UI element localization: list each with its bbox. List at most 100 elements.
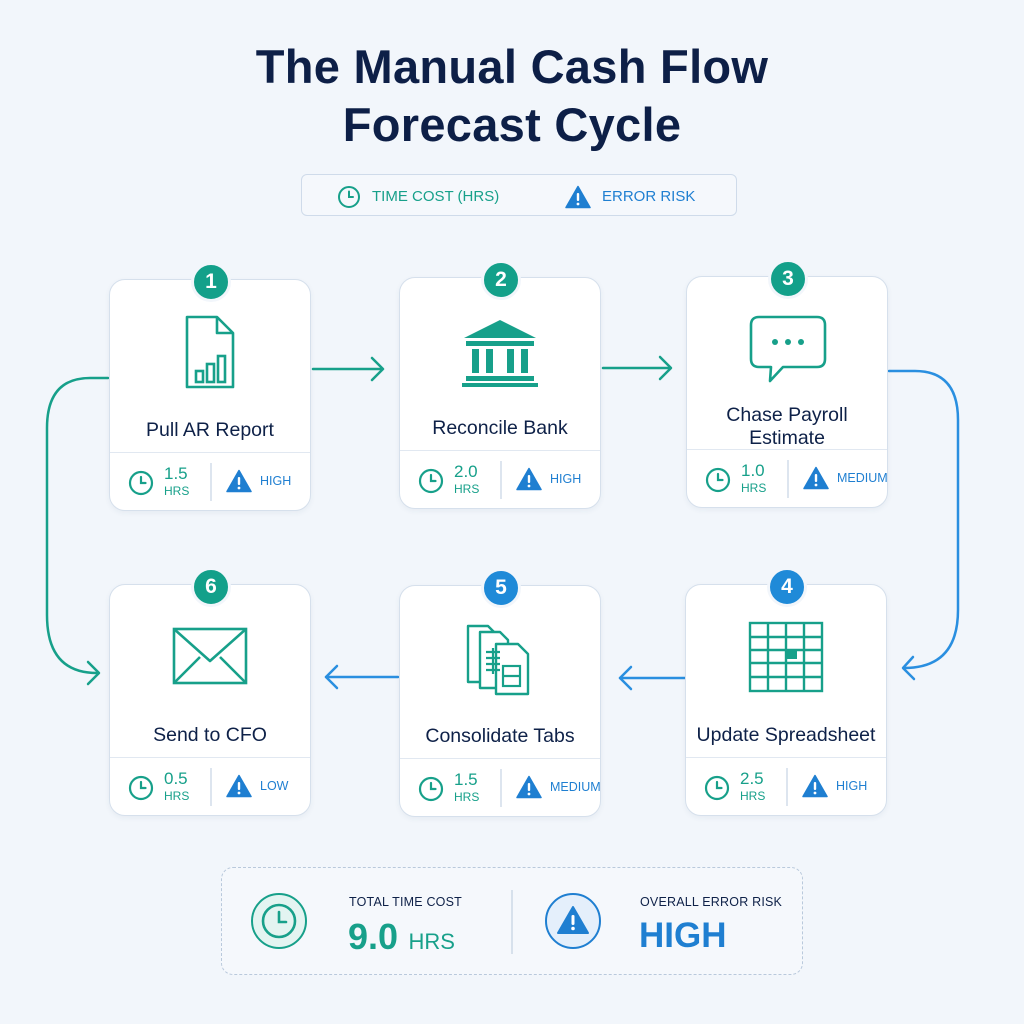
step-label: Send to CFO (153, 723, 267, 746)
step-card-1: 1 Pull AR Report 1.5 HRS HIGH (109, 262, 311, 511)
legend-risk-label: ERROR RISK (602, 188, 696, 205)
arrow-2-to-3 (601, 355, 673, 381)
step-time-number: 1.0 (741, 461, 765, 480)
overall-risk-value: HIGH (639, 916, 727, 955)
total-time-unit: HRS (408, 929, 455, 954)
step-time: 1.5 HRS (128, 464, 190, 499)
step-time: 2.0 HRS (418, 462, 480, 497)
clock-icon (418, 468, 444, 493)
step-time-number: 2.0 (454, 462, 478, 481)
step-time-unit: HRS (454, 482, 480, 496)
step-risk-level: HIGH (550, 472, 582, 486)
step-metrics: 2.5 HRS HIGH (686, 757, 886, 815)
clock-icon (418, 776, 444, 801)
step-time: 1.5 HRS (418, 770, 480, 805)
step-metrics: 2.0 HRS HIGH (400, 450, 600, 508)
step-time-unit: HRS (164, 484, 190, 498)
arrow-4-to-5 (618, 665, 687, 691)
step-number-badge: 4 (767, 567, 807, 607)
step-risk: HIGH (516, 467, 581, 491)
chat-bubble-icon (737, 311, 837, 387)
documents-stack-icon (450, 620, 550, 696)
step-label: Consolidate Tabs (425, 724, 575, 747)
step-time-unit: HRS (164, 789, 190, 803)
step-time-value: 0.5 HRS (164, 769, 190, 804)
step-card-4: 4 Update Spreadsheet 2.5 HRS HIGH (685, 567, 887, 816)
envelope-icon (160, 619, 260, 695)
step-time-value: 2.0 HRS (454, 462, 480, 497)
step-time-value: 2.5 HRS (740, 769, 766, 804)
clock-icon (338, 186, 360, 208)
step-metrics: 1.5 HRS HIGH (110, 452, 310, 510)
step-number-badge: 5 (481, 568, 521, 608)
step-risk: LOW (226, 774, 288, 798)
metric-divider (500, 769, 502, 807)
clock-icon (128, 470, 154, 495)
warning-icon (803, 466, 829, 490)
clock-icon (128, 775, 154, 800)
step-time: 1.0 HRS (705, 461, 767, 496)
document-chart-icon (160, 314, 260, 390)
step-label: Update Spreadsheet (696, 723, 876, 746)
step-time-number: 0.5 (164, 769, 188, 788)
step-metrics: 0.5 HRS LOW (110, 757, 310, 815)
step-label: Reconcile Bank (432, 416, 568, 439)
warning-icon (226, 469, 252, 493)
clock-icon (704, 775, 730, 800)
step-card-2: 2 Reconcile Bank 2.0 HRS HIGH (399, 260, 601, 509)
warning-icon (802, 774, 828, 798)
step-risk: HIGH (802, 774, 867, 798)
warning-icon (545, 893, 601, 949)
step-number-badge: 1 (191, 262, 231, 302)
arrow-1-to-2 (311, 356, 385, 382)
step-number-badge: 6 (191, 567, 231, 607)
step-metrics: 1.5 HRS MEDIUM (400, 758, 601, 816)
step-risk: MEDIUM (516, 775, 601, 799)
metric-divider (210, 463, 212, 501)
step-time-unit: HRS (454, 790, 480, 804)
step-time-unit: HRS (741, 481, 767, 495)
step-card-5: 5 Consolidate Tabs 1.5 HRS MEDIUM (399, 568, 601, 817)
legend-time-label: TIME COST (HRS) (372, 188, 500, 205)
step-metrics: 1.0 HRS MEDIUM (687, 449, 888, 507)
diagram-title: The Manual Cash Flow Forecast Cycle (0, 38, 1024, 154)
legend: TIME COST (HRS) ERROR RISK (301, 174, 737, 216)
step-card-6: 6 Send to CFO 0.5 HRS LOW (109, 567, 311, 816)
arrow-loop-left (45, 376, 110, 686)
step-time: 0.5 HRS (128, 769, 190, 804)
total-time-number: 9.0 (348, 916, 399, 957)
step-risk: HIGH (226, 469, 291, 493)
step-risk-level: HIGH (836, 779, 868, 793)
warning-icon (516, 467, 542, 491)
step-number-badge: 3 (768, 259, 808, 299)
bank-icon (450, 312, 550, 388)
overall-risk-label: OVERALL ERROR RISK (640, 895, 783, 909)
summary-divider (511, 890, 513, 954)
step-number-badge: 2 (481, 260, 521, 300)
step-time-value: 1.5 HRS (454, 770, 480, 805)
step-time-number: 2.5 (740, 769, 764, 788)
step-time-value: 1.0 HRS (741, 461, 767, 496)
warning-icon (565, 185, 591, 209)
title-line-1: The Manual Cash Flow (255, 40, 769, 93)
legend-time: TIME COST (HRS) (337, 185, 499, 209)
metric-divider (210, 768, 212, 806)
metric-divider (500, 461, 502, 499)
step-risk-level: HIGH (260, 474, 292, 488)
clock-icon (705, 467, 731, 492)
legend-risk: ERROR RISK (565, 185, 695, 209)
warning-icon (226, 774, 252, 798)
step-time-number: 1.5 (454, 770, 478, 789)
step-time-number: 1.5 (164, 464, 188, 483)
total-time-label: TOTAL TIME COST (349, 895, 462, 909)
step-label: Pull AR Report (146, 418, 274, 441)
step-time: 2.5 HRS (704, 769, 766, 804)
title-line-2: Forecast Cycle (342, 98, 682, 151)
summary-panel: TOTAL TIME COST 9.0 HRS OVERALL ERROR RI… (221, 867, 803, 975)
metric-divider (786, 768, 788, 806)
step-risk-level: LOW (260, 779, 289, 793)
step-time-unit: HRS (740, 789, 766, 803)
clock-icon (251, 893, 307, 949)
warning-icon (516, 775, 542, 799)
metric-divider (787, 460, 789, 498)
